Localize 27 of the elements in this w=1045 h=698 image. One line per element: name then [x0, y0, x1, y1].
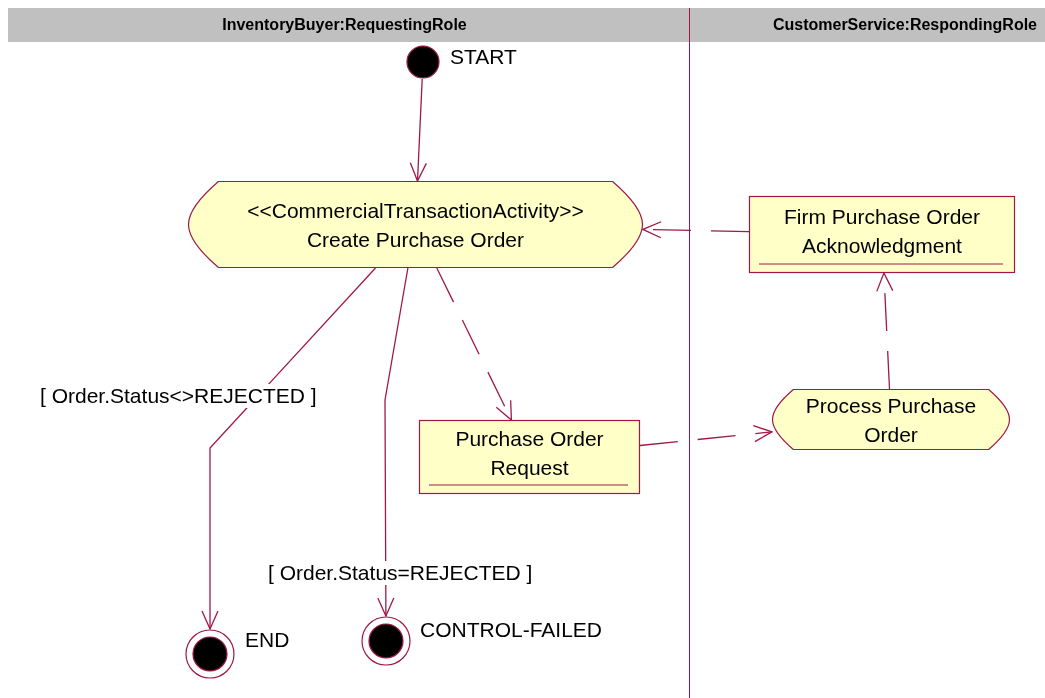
- arrow: [409, 78, 427, 182]
- lane-header: InventoryBuyer:RequestingRole: [8, 8, 689, 42]
- final-node: [361, 616, 411, 666]
- activity-node: [188, 181, 643, 268]
- object-node: [419, 420, 640, 494]
- arrow: [876, 272, 894, 390]
- object-node: [749, 196, 1015, 273]
- arrow: [436, 267, 513, 421]
- guard-label: [ Order.Status=REJECTED ]: [268, 561, 533, 585]
- arrow: [642, 221, 750, 239]
- node-label: Firm Purchase Order Acknowledgment: [782, 203, 981, 259]
- guard-label: [ Order.Status<>REJECTED ]: [40, 384, 317, 408]
- arrow: [201, 267, 377, 630]
- initial-node: [406, 45, 440, 79]
- node-label: <<CommercialTransactionActivity>>: [247, 197, 584, 224]
- arrow: [639, 425, 773, 447]
- node-caption: CONTROL-FAILED: [420, 618, 603, 642]
- arrow: [377, 267, 409, 617]
- activity-node: [772, 389, 1010, 450]
- node-caption: END: [245, 628, 290, 652]
- node-label: Process Purchase Order: [804, 392, 978, 448]
- swimlane: [8, 8, 690, 698]
- node-label: Create Purchase Order: [306, 226, 525, 253]
- lane-header: CustomerService:RespondingRole: [690, 8, 1045, 42]
- node-label: Purchase Order Request: [454, 426, 605, 481]
- final-node: [185, 629, 235, 679]
- node-caption: START: [450, 45, 517, 69]
